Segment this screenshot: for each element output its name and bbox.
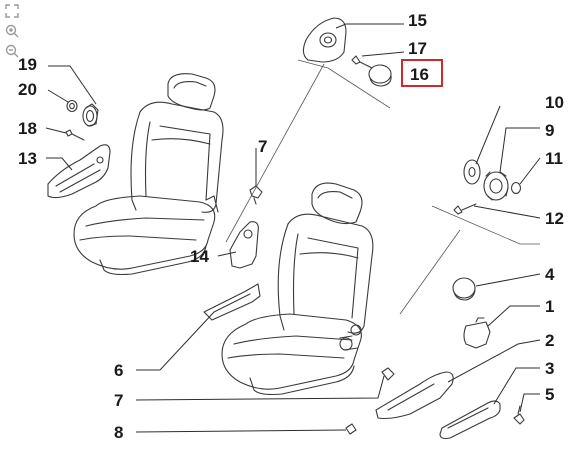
part-5-screw [513, 405, 525, 425]
part-9-knob [483, 171, 509, 201]
part-1-cover [463, 317, 491, 349]
part-8-screw [345, 423, 357, 435]
zoom-in-icon [5, 24, 19, 38]
part-7-clip-lower [381, 367, 395, 381]
part-17-screw [351, 55, 373, 69]
label-16[interactable]: 16 [410, 65, 429, 84]
label-1: 1 [545, 297, 554, 316]
label-13: 13 [18, 149, 37, 168]
projection-lines [225, 59, 540, 315]
zoom-in-button[interactable] [3, 22, 21, 40]
label-14: 14 [190, 247, 209, 266]
left-seat [73, 73, 224, 276]
label-9: 9 [545, 121, 554, 140]
label-7-lower: 7 [114, 391, 123, 410]
part-11-ring [510, 181, 522, 195]
label-4: 4 [545, 265, 555, 284]
label-12: 12 [545, 209, 564, 228]
label-20: 20 [18, 80, 37, 99]
part-2-trim [375, 371, 454, 420]
part-16-cap [368, 64, 392, 87]
label-8: 8 [114, 423, 123, 442]
part-19-knob [82, 103, 99, 127]
label-10: 10 [545, 93, 564, 112]
label-11: 11 [545, 149, 563, 168]
leader-lines [45, 23, 541, 433]
label-19: 19 [18, 55, 37, 74]
label-6: 6 [114, 361, 123, 380]
label-7-upper: 7 [258, 137, 267, 156]
part-18-screw [65, 129, 85, 141]
part-13-cover [47, 144, 111, 199]
highlight-box [401, 59, 443, 87]
zoom-out-button[interactable] [3, 42, 21, 60]
label-15: 15 [408, 11, 427, 30]
part-6-trim [203, 283, 261, 321]
label-2: 2 [545, 331, 554, 350]
part-20-washer [66, 99, 78, 113]
right-seat [221, 182, 374, 396]
label-3: 3 [545, 359, 554, 378]
part-12-screw [453, 203, 477, 215]
fullscreen-button[interactable] [3, 2, 21, 20]
part-labels: 19 20 18 13 7 14 6 7 8 15 17 16 10 9 11 … [18, 11, 564, 442]
label-17: 17 [408, 39, 427, 58]
part-4-cap [452, 277, 476, 301]
part-15-cover [302, 17, 347, 63]
part-10-disc [463, 159, 481, 185]
label-18: 18 [18, 119, 37, 138]
zoom-out-icon [5, 44, 19, 58]
fullscreen-icon [5, 4, 19, 18]
label-5: 5 [545, 385, 554, 404]
part-14-panel [229, 221, 259, 269]
part-3-lever [439, 400, 501, 440]
viewer-toolbar [3, 2, 23, 60]
